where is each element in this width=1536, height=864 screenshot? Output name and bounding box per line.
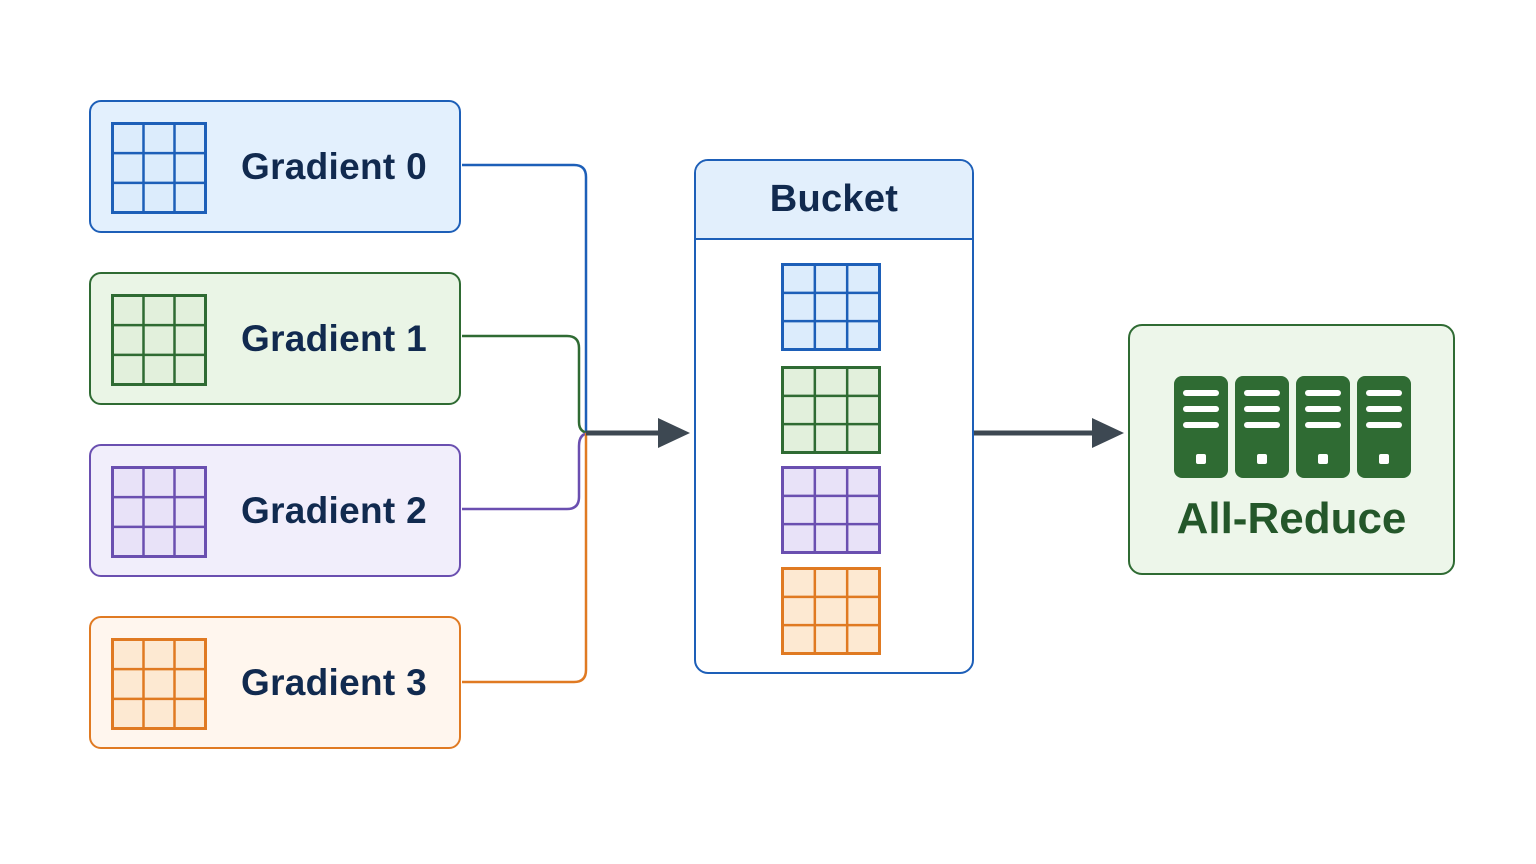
connector-gradient-3 xyxy=(462,433,588,684)
server-rack-icon xyxy=(1174,376,1411,478)
gradient-0-box: Gradient 0 xyxy=(89,100,461,233)
gradient-1-label: Gradient 1 xyxy=(241,317,427,359)
gradient-2-box: Gradient 2 xyxy=(89,444,461,577)
connector-gradient-1 xyxy=(462,334,591,435)
grid-icon xyxy=(111,122,207,214)
connector-gradient-2 xyxy=(462,431,591,511)
all-reduce-label: All-Reduce xyxy=(1176,494,1407,543)
grid-icon xyxy=(111,638,207,730)
all-reduce-box: All-Reduce xyxy=(1128,324,1455,575)
gradient-1-box: Gradient 1 xyxy=(89,272,461,405)
bucket-grid-2-icon xyxy=(781,466,881,554)
grid-icon xyxy=(111,466,207,558)
bucket-grid-0-icon xyxy=(781,263,881,351)
gradient-3-box: Gradient 3 xyxy=(89,616,461,749)
arrowhead-to-bucket xyxy=(658,418,690,448)
grid-icon xyxy=(111,294,207,386)
bucket-grid-1-icon xyxy=(781,366,881,454)
gradient-3-label: Gradient 3 xyxy=(241,661,427,703)
gradient-2-label: Gradient 2 xyxy=(241,489,427,531)
gradient-0-label: Gradient 0 xyxy=(241,145,427,187)
arrowhead-to-all-reduce xyxy=(1092,418,1124,448)
bucket-box: Bucket xyxy=(694,159,974,674)
bucket-title: Bucket xyxy=(769,178,899,220)
bucket-header: Bucket xyxy=(696,161,972,240)
connector-gradient-0 xyxy=(462,163,588,433)
bucket-grid-3-icon xyxy=(781,567,881,655)
